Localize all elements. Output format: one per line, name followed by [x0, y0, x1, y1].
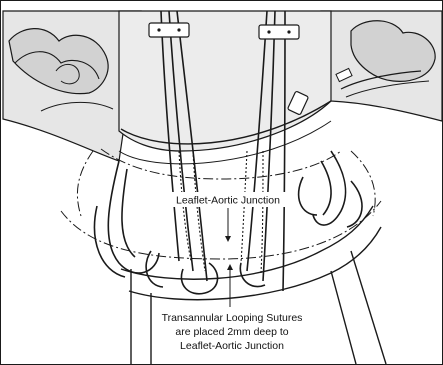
sutures-label-line3: Leaflet-Aortic Junction: [180, 340, 284, 352]
sutures-label-line1: Transannular Looping Sutures: [162, 312, 303, 324]
right-tissue-flap: [321, 11, 442, 121]
leaflet-aortic-junction-label: Leaflet-Aortic Junction: [176, 195, 280, 207]
leaflet-aortic-junction-callout: Leaflet-Aortic Junction: [161, 192, 295, 239]
sutures-label-line2: are placed 2mm deep to: [175, 326, 288, 338]
